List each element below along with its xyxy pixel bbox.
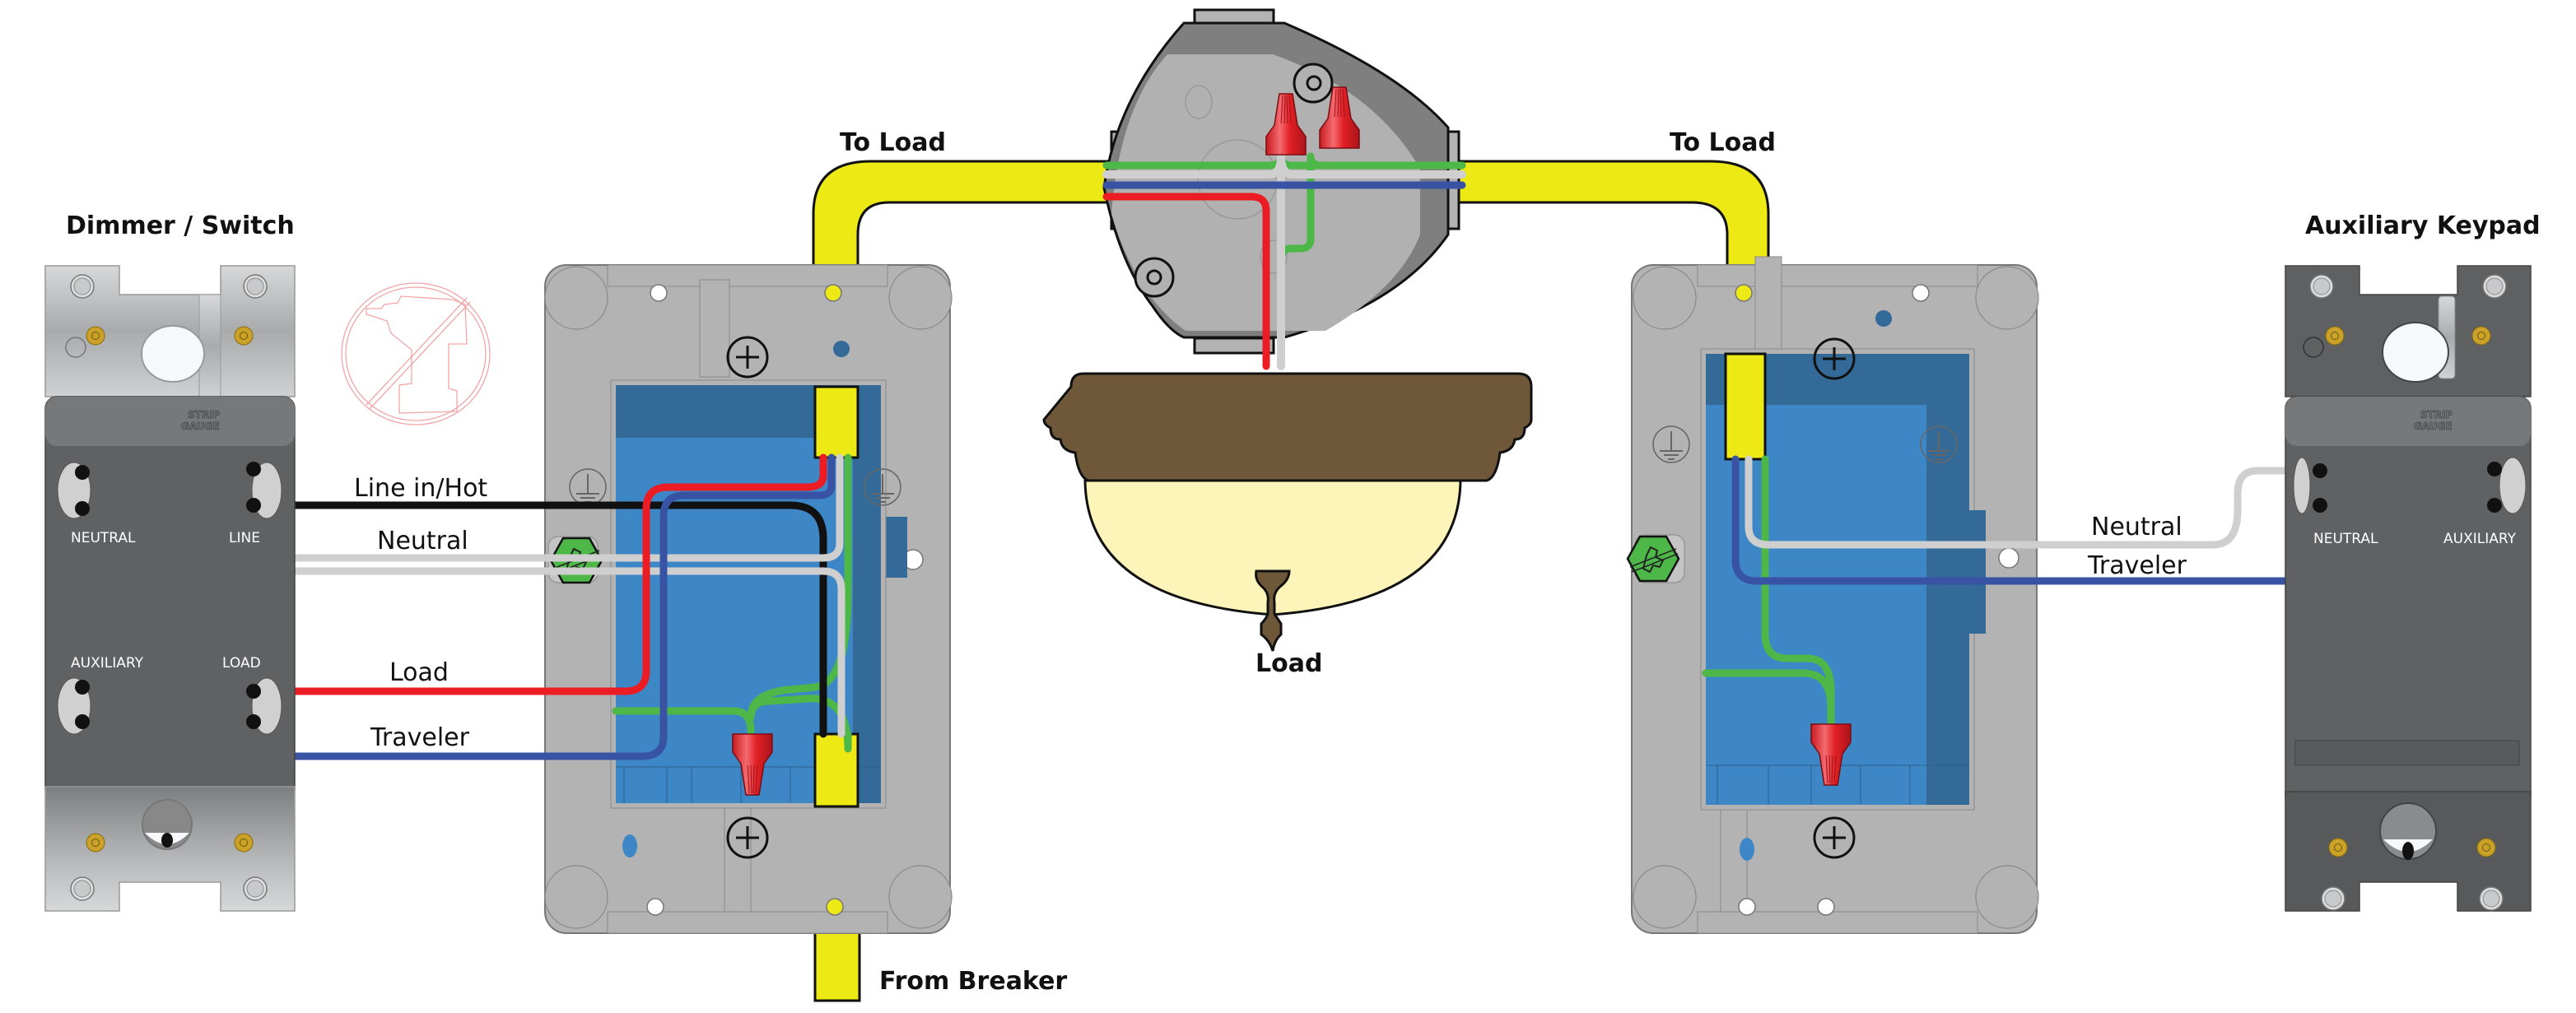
dimmer-switch-device: STRIP GAUGE NEUTRAL LINE AUXILIARY LOAD [44, 265, 296, 912]
line-terminal [246, 462, 282, 519]
terminal-label-neutral: NEUTRAL [71, 530, 136, 546]
wire-label-traveler: Traveler [370, 723, 470, 752]
left-to-load-cable [812, 160, 1120, 269]
wire-label-right-traveler: Traveler [2087, 551, 2187, 580]
load-terminal [246, 677, 282, 735]
strip-gauge-text: GAUGE [181, 421, 220, 432]
ceiling-neutral-wire [1102, 152, 1466, 370]
strip-gauge-text: STRIP [188, 409, 221, 421]
right-junction-box [1626, 256, 2039, 934]
right-box-ground-wire [1702, 455, 1835, 728]
mounting-ear-icon [1293, 63, 1334, 104]
keypad-title: Auxiliary Keypad [2305, 211, 2541, 240]
wire-label-load: Load [389, 658, 449, 687]
auxiliary-keypad-device: STRIP GAUGE NEUTRAL AUXILIARY [2285, 265, 2532, 912]
from-breaker-cable [813, 928, 861, 1002]
from-breaker-label: From Breaker [879, 967, 1067, 996]
hot-wire [249, 501, 827, 738]
fixture-load-label: Load [1255, 649, 1322, 678]
left-to-load-label: To Load [840, 128, 946, 157]
ceiling-load-wire [1102, 193, 1270, 370]
auxiliary-terminal [57, 677, 91, 735]
strip-gauge-text: STRIP [2420, 409, 2453, 421]
strip-gauge-text: GAUGE [2414, 421, 2453, 432]
keypad-terminal-label-auxiliary: AUXILIARY [2443, 531, 2517, 547]
keypad-terminal-label-neutral: NEUTRAL [2313, 531, 2378, 547]
keypad-auxiliary-terminal [2487, 457, 2527, 514]
keypad-neutral-terminal [2293, 457, 2327, 514]
right-to-load-label: To Load [1670, 128, 1776, 157]
dimmer-title: Dimmer / Switch [66, 211, 295, 240]
terminal-label-line: LINE [229, 530, 260, 546]
ceiling-light-fixture [1042, 372, 1533, 652]
right-neutral-wire [1745, 455, 2324, 549]
neutral-terminal [57, 462, 91, 519]
no-power-drill-icon [341, 282, 491, 425]
wire-label-line: Line in/Hot [354, 474, 487, 503]
terminal-label-load: LOAD [222, 655, 261, 671]
load-wire [249, 453, 827, 695]
terminal-label-auxiliary: AUXILIARY [71, 655, 144, 671]
left-box-ground-wire [612, 453, 852, 753]
mounting-ear-icon [1134, 257, 1175, 298]
wire-label-neutral: Neutral [377, 527, 468, 555]
right-to-load-cable [1456, 160, 1770, 269]
wire-label-right-neutral: Neutral [2091, 513, 2182, 541]
left-junction-box [544, 264, 953, 934]
green-ground-screw-icon [1626, 534, 1685, 583]
